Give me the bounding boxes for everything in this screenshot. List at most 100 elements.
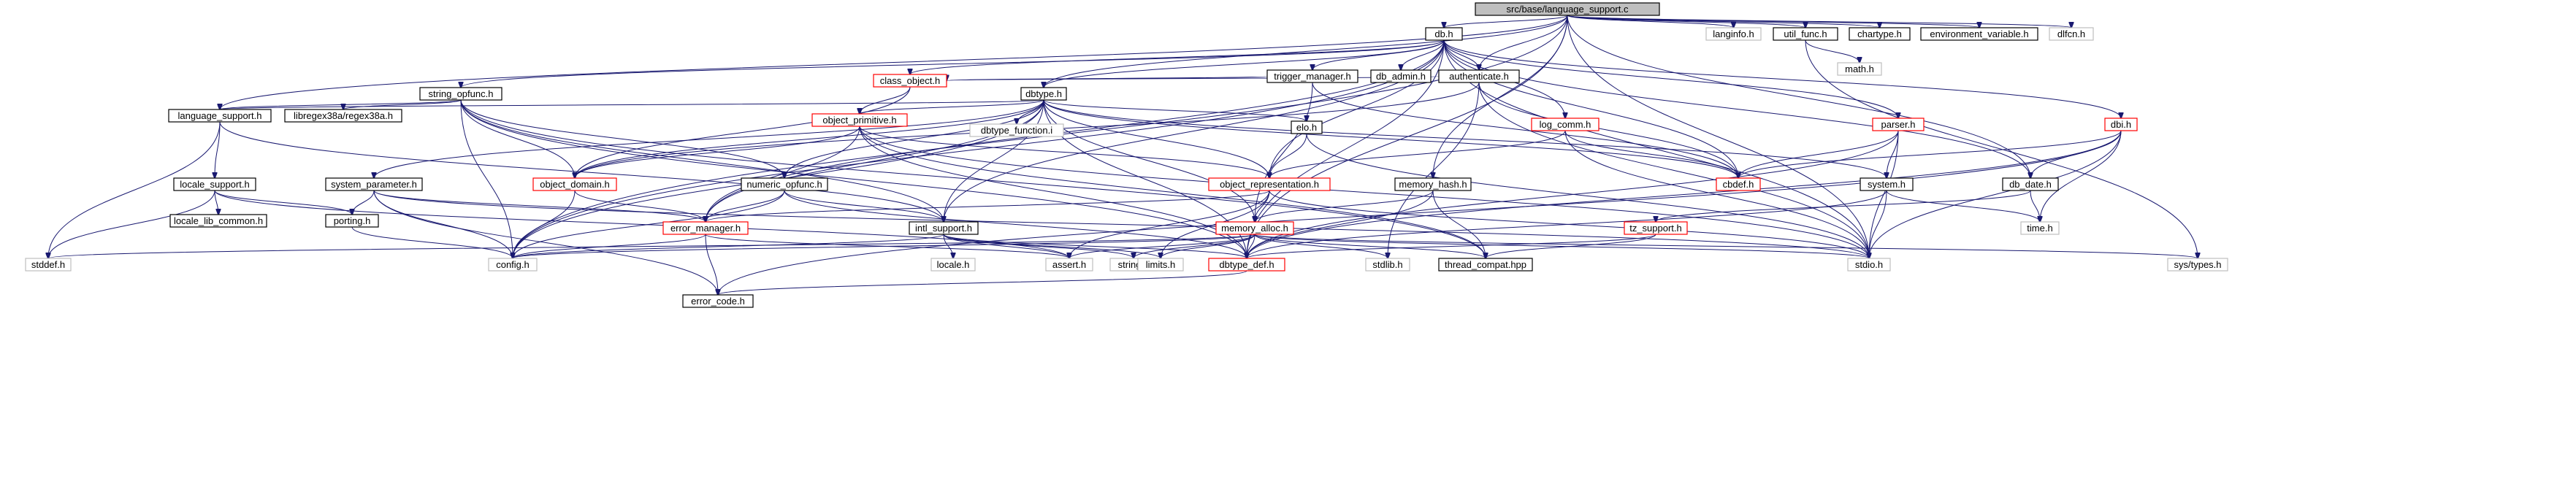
- node-thread-compat-hpp[interactable]: thread_compat.hpp: [1438, 258, 1533, 272]
- node-label: sys/types.h: [2174, 259, 2221, 270]
- node-error-manager-h[interactable]: error_manager.h: [662, 221, 749, 235]
- node-root[interactable]: src/base/language_support.c: [1475, 2, 1660, 16]
- node-label: memory_hash.h: [1399, 179, 1467, 190]
- edge-line: [943, 234, 1069, 258]
- node-object-representation-h[interactable]: object_representation.h: [1208, 177, 1331, 191]
- node-locale-lib-common-h[interactable]: locale_lib_common.h: [169, 214, 267, 228]
- edge-line: [718, 270, 1247, 295]
- node-db-h[interactable]: db.h: [1425, 27, 1463, 41]
- node-parser-h[interactable]: parser.h: [1872, 118, 1925, 131]
- edge-authenticate_h-to-cbdef_h: [1478, 82, 1738, 178]
- node-box: [2167, 258, 2228, 272]
- node-dbtype-h[interactable]: dbtype.h: [1020, 87, 1067, 101]
- edge-line: [706, 190, 1270, 222]
- node-environment-variable-h[interactable]: environment_variable.h: [1920, 27, 2038, 41]
- node-box: [532, 177, 617, 191]
- edge-line: [574, 190, 706, 222]
- edge-line: [215, 121, 221, 178]
- edge-line: [1254, 234, 1486, 258]
- node-system-parameter-h[interactable]: system_parameter.h: [325, 177, 423, 191]
- node-box: [325, 177, 423, 191]
- node-db-date-h[interactable]: db_date.h: [2002, 177, 2059, 191]
- node-memory-alloc-h[interactable]: memory_alloc.h: [1215, 221, 1294, 235]
- node-string-opfunc-h[interactable]: string_opfunc.h: [419, 87, 502, 101]
- edge-dbtype_h-to-system_h: [1043, 99, 1887, 178]
- edge-dbi_h-to-stdio_h: [1869, 130, 2122, 258]
- node-intl-support-h[interactable]: intl_support.h: [909, 221, 979, 235]
- edge-line: [1567, 15, 2030, 178]
- node-box: [1475, 2, 1660, 16]
- node-numeric-opfunc-h[interactable]: numeric_opfunc.h: [741, 177, 828, 191]
- edge-dbtype_h-to-numeric_opfunc_h: [784, 99, 1044, 178]
- node-memory-hash-h[interactable]: memory_hash.h: [1394, 177, 1472, 191]
- edge-intl_support_h-to-limits_h: [943, 234, 1161, 258]
- node-porting-h[interactable]: porting.h: [325, 214, 379, 228]
- node-tz-support-h[interactable]: tz_support.h: [1624, 221, 1688, 235]
- edge-memory_alloc_h-to-config_h: [513, 234, 1255, 258]
- node-cbdef-h[interactable]: cbdef.h: [1716, 177, 1761, 191]
- node-object-domain-h[interactable]: object_domain.h: [532, 177, 617, 191]
- node-class-object-h[interactable]: class_object.h: [873, 74, 947, 88]
- node-box: [325, 214, 379, 228]
- edge-numeric_opfunc_h-to-error_manager_h: [706, 190, 785, 222]
- node-language-support-h[interactable]: language_support.h: [168, 109, 272, 123]
- edge-parser_h-to-cbdef_h: [1738, 130, 1899, 178]
- edge-line: [1805, 39, 2198, 258]
- edge-dbtype_def_h-to-error_code_h: [718, 270, 1247, 295]
- node-elo-h[interactable]: elo.h: [1291, 120, 1323, 134]
- node-stdlib-h: stdlib.h: [1365, 258, 1410, 272]
- node-box: [1215, 221, 1294, 235]
- node-label: dbtype_function.i: [981, 125, 1052, 136]
- edge-dbtype_h-to-intl_support_h: [944, 99, 1044, 222]
- edge-elo_h-to-object_representation_h: [1269, 133, 1307, 178]
- edge-line: [784, 190, 944, 222]
- edge-line: [1401, 39, 1445, 70]
- node-chartype-h[interactable]: chartype.h: [1849, 27, 1911, 41]
- edge-language_support_h-to-stddef_h: [48, 121, 221, 258]
- node-box: [909, 221, 979, 235]
- node-object-primitive-h[interactable]: object_primitive.h: [811, 113, 908, 127]
- edge-line: [859, 126, 1869, 258]
- edge-error_manager_h-to-config_h: [513, 234, 706, 258]
- edge-object_primitive_h-to-object_domain_h: [575, 126, 860, 178]
- node-box: [2020, 221, 2060, 235]
- node-dbtype-def-h[interactable]: dbtype_def.h: [1208, 258, 1285, 272]
- node-db-admin-h[interactable]: db_admin.h: [1370, 69, 1432, 83]
- node-box: [1208, 258, 1285, 272]
- edge-line: [1043, 99, 1307, 121]
- node-dbi-h[interactable]: dbi.h: [2104, 118, 2138, 131]
- node-label: intl_support.h: [915, 223, 972, 234]
- edge-intl_support_h-to-assert_h: [943, 234, 1069, 258]
- node-dlfcn-h: dlfcn.h: [2049, 27, 2094, 41]
- edge-line: [1443, 39, 2030, 178]
- edge-line: [1254, 234, 1869, 258]
- node-trigger-manager-h[interactable]: trigger_manager.h: [1266, 69, 1358, 83]
- edge-string_opfunc_h-to-config_h: [460, 99, 513, 258]
- node-error-code-h[interactable]: error_code.h: [682, 294, 754, 308]
- node-box: [969, 123, 1064, 137]
- node-libregex38a-h[interactable]: libregex38a/regex38a.h: [284, 109, 402, 123]
- node-authenticate-h[interactable]: authenticate.h: [1438, 69, 1520, 83]
- edge-util_func_h-to-sys_types_h: [1805, 39, 2198, 258]
- edge-line: [1656, 190, 2031, 222]
- edge-dbi_h-to-cbdef_h: [1738, 130, 2122, 178]
- edge-dbi_h-to-time_h: [2040, 130, 2122, 222]
- node-locale-support-h[interactable]: locale_support.h: [173, 177, 256, 191]
- edge-string_opfunc_h-to-language_support_h: [220, 99, 462, 109]
- edge-line: [1134, 234, 1255, 258]
- node-stdio-h: stdio.h: [1847, 258, 1891, 272]
- node-box: [1716, 177, 1761, 191]
- node-util-func-h[interactable]: util_func.h: [1773, 27, 1838, 41]
- edge-line: [352, 190, 375, 215]
- edge-line: [1306, 133, 1869, 258]
- node-system-h[interactable]: system.h: [1860, 177, 1914, 191]
- edge-line: [859, 126, 1269, 178]
- node-label: src/base/language_support.c: [1507, 4, 1629, 15]
- edge-line: [513, 234, 1255, 258]
- edge-line: [706, 126, 860, 222]
- node-box: [1920, 27, 2038, 41]
- node-label: langinfo.h: [1713, 28, 1754, 39]
- edge-line: [1564, 130, 1738, 178]
- node-log-comm-h[interactable]: log_comm.h: [1531, 118, 1600, 131]
- node-label: db_date.h: [2009, 179, 2052, 190]
